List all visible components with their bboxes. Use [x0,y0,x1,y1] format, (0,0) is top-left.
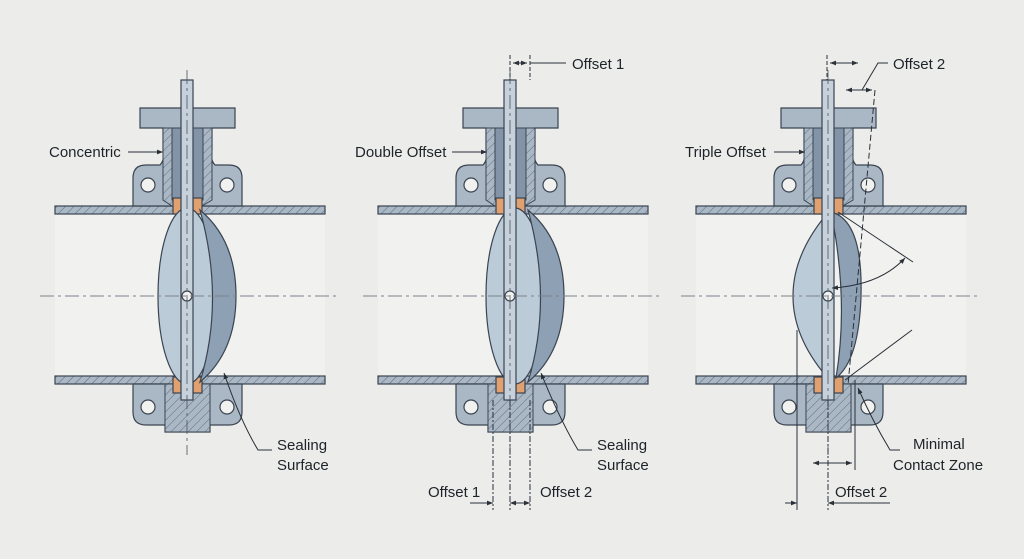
valve-concentric [40,70,340,455]
bolt-hole [140,399,156,415]
label-triple-offset: Triple Offset [685,144,767,161]
bolt-hole [542,177,558,193]
label-sealing: Sealing [277,437,327,454]
label-offset2-top: Offset 2 [893,56,945,73]
label-offset2-bottom: Offset 2 [540,484,592,501]
valve-triple-offset [681,70,981,455]
bolt-hole [219,177,235,193]
label-surface: Surface [597,457,649,474]
cone-axis-line [847,89,876,386]
label-sealing: Sealing [597,437,647,454]
label-double-offset: Double Offset [355,144,447,161]
label-surface: Surface [277,457,329,474]
bolt-hole [860,399,876,415]
bolt-hole [542,399,558,415]
valve-double-offset [363,70,663,455]
label-offset2-bottom: Offset 2 [835,484,887,501]
bolt-hole [463,177,479,193]
cone-angle-line-lower [844,329,913,381]
minimal-contact-leader [857,387,900,451]
seat-ring [833,197,844,215]
label-concentric: Concentric [49,144,121,161]
sealing-surface-leader-1 [223,372,272,451]
bolt-hole [860,177,876,193]
label-minimal: Minimal [913,436,965,453]
offset2-top-leader [861,62,888,91]
label-contact-zone: Contact Zone [893,457,983,474]
annotations [128,55,914,510]
sealing-surface-leader-2 [540,372,592,451]
labels: Concentric Sealing Surface Double Offset… [49,56,983,501]
bolt-hole [463,399,479,415]
seat-ring [833,376,844,394]
cone-angle-line [837,211,914,263]
cone-angle-arc [831,257,906,291]
label-offset1-top: Offset 1 [572,56,624,73]
bolt-hole [219,399,235,415]
bolt-hole [140,177,156,193]
valve-drawings [40,70,981,455]
bolt-hole [781,399,797,415]
label-offset1-bottom: Offset 1 [428,484,480,501]
bolt-hole [781,177,797,193]
